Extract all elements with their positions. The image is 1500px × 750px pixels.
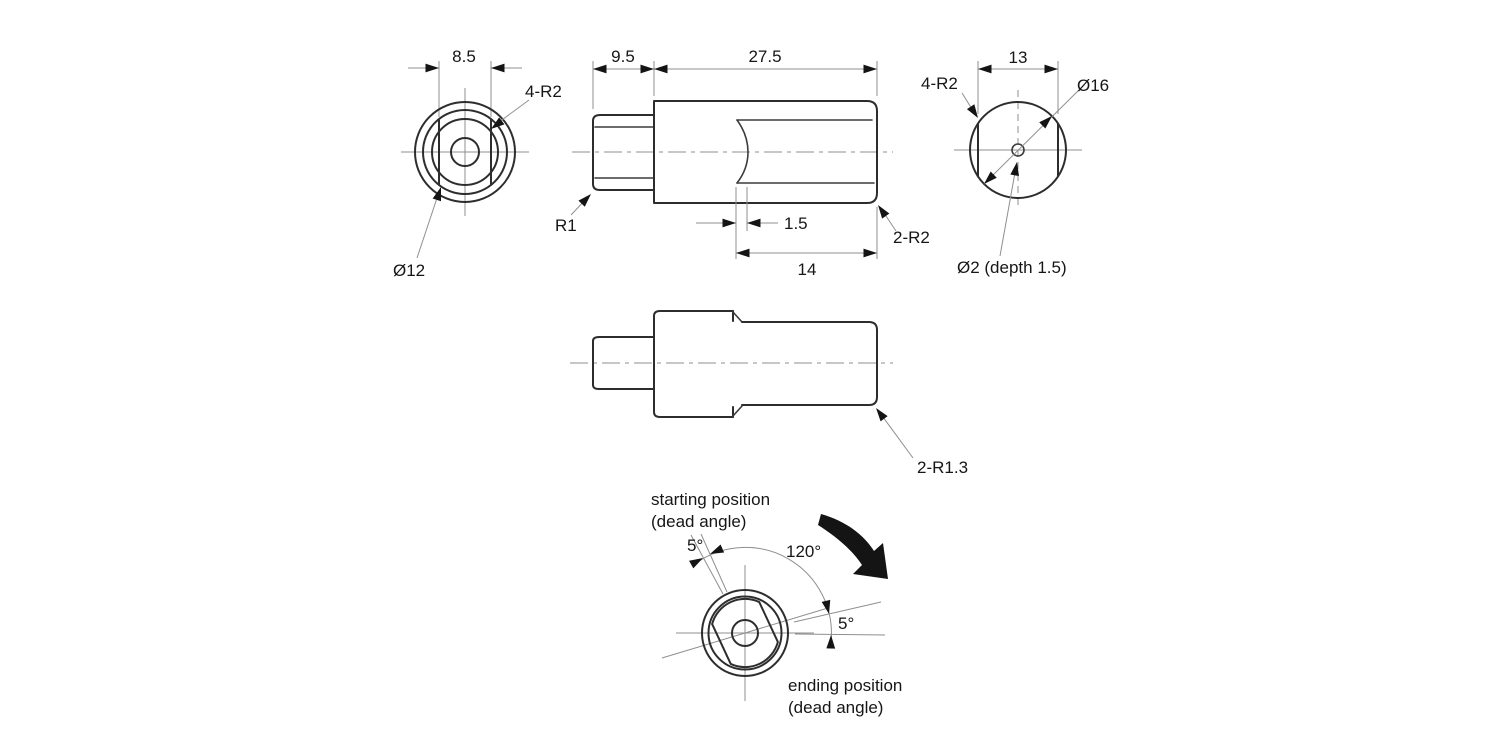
dim-dia16: Ø16 <box>980 76 1109 188</box>
end-dead-angle-line <box>794 633 886 636</box>
flat-runout-arc <box>736 119 749 184</box>
inner-step-circle <box>431 118 499 186</box>
dim-text-13: 13 <box>1009 48 1028 67</box>
side-view-rotated: 2-R1.3 <box>570 310 968 477</box>
dim-text-1-5: 1.5 <box>784 214 808 233</box>
leader-4-R2: 4-R2 <box>488 82 562 133</box>
rotated-axis-line <box>661 607 829 659</box>
start-position-label-line1: starting position <box>651 490 770 509</box>
shaft-outline <box>592 114 655 191</box>
center-hole-circle <box>731 619 759 647</box>
second-circle <box>707 595 783 671</box>
start-position-line <box>700 533 728 593</box>
mid-section-outline <box>653 310 734 418</box>
shaft-outline <box>592 336 655 390</box>
dim-shaft-9-5: 9.5 <box>592 47 655 109</box>
outer-circle <box>701 589 789 677</box>
dim-text-27-5: 27.5 <box>748 47 781 66</box>
label-R1: R1 <box>555 216 577 235</box>
dim-flat-offset-1-5: 1.5 <box>696 187 808 259</box>
label-2-R1-3: 2-R1.3 <box>917 458 968 477</box>
center-hole-circle <box>450 137 480 167</box>
dim-text-9-5: 9.5 <box>611 47 635 66</box>
end-position-line <box>793 601 882 623</box>
end-position-label-line2: (dead angle) <box>788 698 883 717</box>
label-dia16: Ø16 <box>1077 76 1109 95</box>
dim-body-27-5: 27.5 <box>654 47 878 96</box>
label-dia2-depth: Ø2 (depth 1.5) <box>957 258 1067 277</box>
end-dead-angle-value: 5° <box>838 614 854 633</box>
leader-2-R2: 2-R2 <box>874 202 930 247</box>
end-section-outline <box>741 321 878 406</box>
start-dead-angle-line <box>690 534 724 595</box>
rotated-flats-profile <box>711 597 779 669</box>
leader-2-R1-3: 2-R1.3 <box>872 405 968 477</box>
leader-dia2-depth: Ø2 (depth 1.5) <box>957 161 1067 277</box>
rotation-direction-arrow-icon <box>818 514 888 579</box>
leader-4-R2: 4-R2 <box>921 74 982 121</box>
dim-flat-length-14: 14 <box>736 207 878 279</box>
start-dead-angle-value: 5° <box>687 536 703 555</box>
center-hole-circle <box>1011 143 1025 157</box>
end-position-label-line1: ending position <box>788 676 902 695</box>
leader-dia12: Ø12 <box>393 185 446 280</box>
outer-circle <box>414 101 516 203</box>
rotation-diagram: starting position (dead angle) 5° 120° 5… <box>651 490 902 717</box>
dim-across-flats-13: 13 <box>977 48 1059 114</box>
leader-R1: R1 <box>555 190 595 235</box>
runout-chamfer-top <box>732 311 743 323</box>
end-view-left: 8.5 4-R2 Ø12 <box>393 47 562 280</box>
side-view-main: 9.5 27.5 1.5 14 <box>555 47 930 279</box>
body-outline <box>653 100 878 204</box>
dim-text-14: 14 <box>798 260 817 279</box>
label-4-R2: 4-R2 <box>921 74 958 93</box>
label-4-R2: 4-R2 <box>525 82 562 101</box>
runout-chamfer-bottom <box>732 405 743 417</box>
label-dia12: Ø12 <box>393 261 425 280</box>
dim-across-flats-8-5: 8.5 <box>408 47 522 117</box>
label-2-R2: 2-R2 <box>893 228 930 247</box>
end-view-right: 13 Ø16 4-R2 Ø2 (depth 1.5) <box>921 48 1109 277</box>
outer-circle <box>969 101 1067 199</box>
sweep-angle-value: 120° <box>786 542 821 561</box>
start-position-label-line2: (dead angle) <box>651 512 746 531</box>
flat-boundary-circle <box>422 109 508 195</box>
dim-text-8-5: 8.5 <box>452 47 476 66</box>
